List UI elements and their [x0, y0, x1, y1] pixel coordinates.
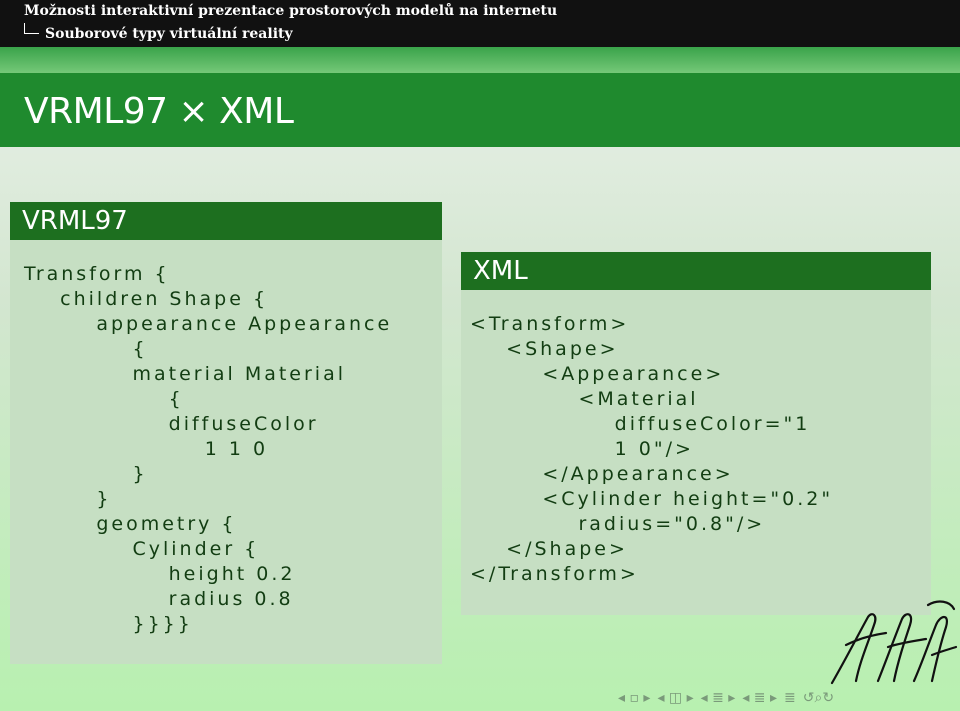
xml-code-listing: <Transform> <Shape> <Appearance> <Materi…	[470, 312, 833, 587]
nav-subsection-icon[interactable]: ◂ ◫ ▸	[657, 690, 694, 706]
section-title[interactable]: Možnosti interaktivní prezentace prostor…	[24, 3, 558, 19]
top-navigation-bar: Možnosti interaktivní prezentace prostor…	[0, 0, 960, 47]
xml-code-line: <Shape>	[470, 338, 619, 360]
vrml-code-line: 1 1 0	[24, 438, 269, 460]
xml-code-line: </Transform>	[470, 563, 639, 585]
xml-code-line: <Cylinder height="0.2"	[470, 488, 834, 510]
vrml-code-line: material Material	[24, 363, 347, 385]
xml-block-title: XML	[461, 252, 931, 290]
xml-code-line: 1 0"/>	[470, 438, 694, 460]
vrml-code-line: }	[24, 488, 112, 510]
vrml-block-title: VRML97	[10, 202, 442, 240]
vrml-code-line: Cylinder {	[24, 538, 260, 560]
vrml-code-line: }	[24, 463, 148, 485]
xml-code-line: diffuseColor="1	[470, 413, 811, 435]
nav-search-icon[interactable]: ↺⌕↻	[802, 690, 835, 706]
nav-align-icon[interactable]: ◂ ≣ ▸	[742, 690, 778, 706]
vrml-code-line: {	[24, 388, 184, 410]
nav-prev-frame-icon[interactable]: ◂ ▫ ▸	[618, 690, 651, 706]
xml-code-line: </Appearance>	[470, 463, 734, 485]
xml-code-line: </Shape>	[470, 538, 628, 560]
vrml-code-line: children Shape {	[24, 288, 269, 310]
header-divider-strip	[0, 47, 960, 73]
vrml-code-line: appearance Appearance	[24, 313, 393, 335]
subsection-title: Souborové typy virtuální reality	[45, 26, 293, 42]
vrml-code-line: radius 0.8	[24, 588, 294, 610]
xml-code-line: <Appearance>	[470, 363, 725, 385]
xml-code-block: XML <Transform> <Shape> <Appearance> <Ma…	[461, 252, 931, 615]
vrml-code-line: {	[24, 338, 148, 360]
xml-code-line: <Material	[470, 388, 699, 410]
vrml-code-listing: Transform { children Shape { appearance …	[24, 262, 392, 637]
vrml-code-line: Transform {	[24, 263, 170, 285]
slide-title: VRML97 × XML	[24, 91, 294, 132]
vrml-code-line: diffuseColor	[24, 413, 319, 435]
vrml-code-line: height 0.2	[24, 563, 296, 585]
subsection-row[interactable]: Souborové typy virtuální reality	[24, 23, 293, 45]
nav-list-icon[interactable]: ≣	[784, 690, 796, 706]
university-logo-icon	[830, 600, 958, 685]
slide-title-bar: VRML97 × XML	[0, 73, 960, 147]
xml-code-line: <Transform>	[470, 313, 630, 335]
tree-branch-icon	[24, 23, 39, 34]
vrml-code-line: }}}}	[24, 613, 193, 635]
beamer-navigation: ◂ ▫ ▸ ◂ ◫ ▸ ◂ ≣ ▸ ◂ ≣ ▸ ≣ ↺⌕↻	[618, 688, 834, 708]
vrml-code-block: VRML97 Transform { children Shape { appe…	[10, 202, 442, 664]
xml-code-line: radius="0.8"/>	[470, 513, 766, 535]
vrml-code-line: geometry {	[24, 513, 237, 535]
nav-section-icon[interactable]: ◂ ≣ ▸	[700, 690, 736, 706]
